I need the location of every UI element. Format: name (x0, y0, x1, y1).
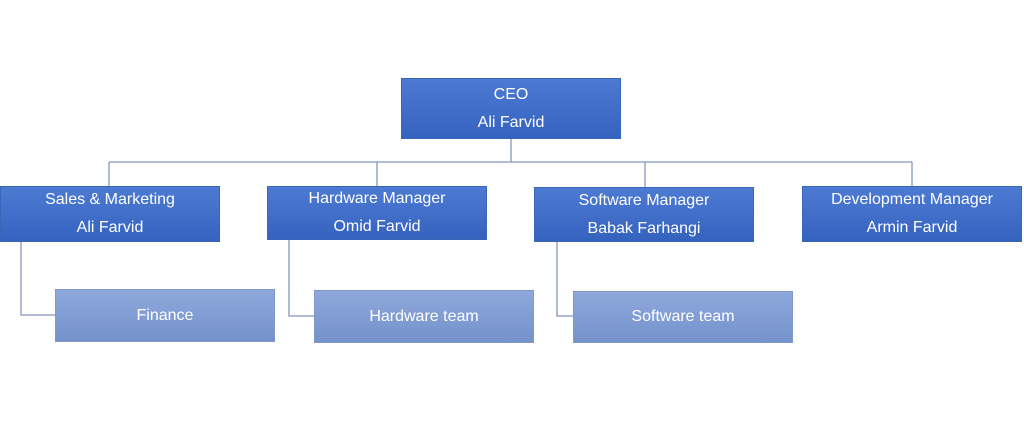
software-team-node[interactable]: Software team (573, 291, 793, 343)
node-title: Finance (136, 306, 194, 324)
node-name: Babak Farhangi (587, 219, 701, 237)
hardware-team-connector (288, 240, 314, 317)
ceo-connector (108, 139, 913, 187)
node-title: Development Manager (831, 191, 993, 208)
node-name: Omid Farvid (333, 218, 421, 235)
ceo-node[interactable]: CEO Ali Farvid (401, 78, 621, 139)
node-title: Software team (631, 308, 735, 325)
finance-connector (20, 242, 55, 316)
node-title: Hardware team (369, 307, 479, 325)
software-manager-node[interactable]: Software Manager Babak Farhangi (534, 187, 754, 242)
node-name: Armin Farvid (866, 219, 958, 236)
node-title: CEO (493, 85, 529, 103)
sales-marketing-node[interactable]: Sales & Marketing Ali Farvid (0, 186, 220, 242)
node-name: Ali Farvid (477, 113, 545, 131)
hardware-team-node[interactable]: Hardware team (314, 290, 534, 343)
software-team-connector (556, 242, 573, 317)
node-name: Ali Farvid (76, 219, 144, 236)
development-manager-node[interactable]: Development Manager Armin Farvid (802, 186, 1022, 242)
node-title: Sales & Marketing (45, 191, 175, 208)
finance-node[interactable]: Finance (55, 289, 275, 342)
node-title: Hardware Manager (308, 190, 446, 207)
node-title: Software Manager (578, 191, 710, 209)
hardware-manager-node[interactable]: Hardware Manager Omid Farvid (267, 186, 487, 240)
